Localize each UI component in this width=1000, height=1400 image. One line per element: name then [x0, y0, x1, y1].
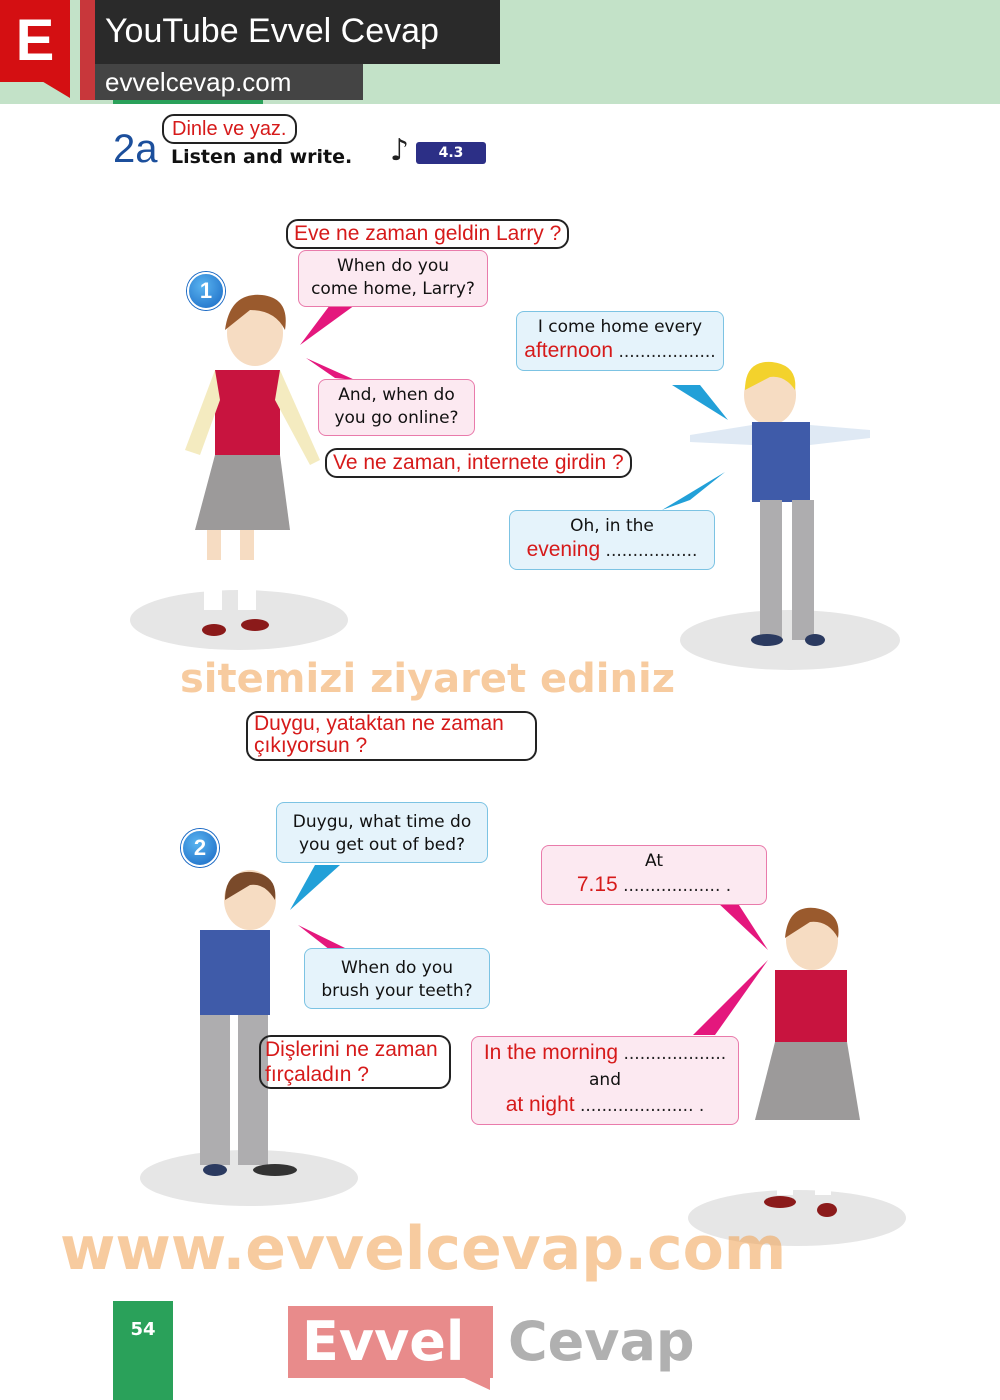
- speech-bubble: When do you brush your teeth?: [304, 948, 490, 1009]
- boy-character-1: [690, 361, 870, 646]
- bubble-line: I come home every: [537, 317, 703, 337]
- bubble-line: Oh, in the: [570, 516, 654, 536]
- answer-line: afternoon ..................: [521, 339, 719, 365]
- bubble-line: And, when do: [338, 385, 455, 405]
- floor-shadow: [680, 610, 900, 670]
- speech-bubble: Duygu, what time do you get out of bed?: [276, 802, 488, 863]
- handwritten-answer: afternoon: [524, 339, 614, 362]
- bubble-line: Duygu, what time do: [292, 812, 472, 832]
- floor-shadow: [688, 1190, 906, 1246]
- translation-note: Duygu, yataktan ne zaman çıkıyorsun ?: [246, 711, 537, 761]
- girl-character-2: [755, 907, 860, 1217]
- bubble-line: you go online?: [334, 408, 459, 428]
- bubble-line: At: [645, 851, 663, 871]
- translation-note: Eve ne zaman geldin Larry ?: [286, 219, 570, 249]
- answer-blank[interactable]: ...................: [623, 1044, 727, 1064]
- instruction: Listen and write.: [171, 146, 353, 168]
- bubble-word-and: and: [589, 1070, 621, 1090]
- logo-tail: [40, 80, 70, 98]
- site-url[interactable]: evvelcevap.com: [95, 64, 363, 100]
- audio-track-badge[interactable]: 4.3: [416, 142, 486, 164]
- instruction-translation: Dinle ve yaz.: [162, 114, 297, 144]
- bubble-line: brush your teeth?: [321, 981, 473, 1001]
- boy-character-2: [200, 870, 297, 1176]
- bubble-line: come home, Larry?: [311, 279, 475, 299]
- translation-note: Dişlerini ne zaman fırçaladın ?: [259, 1035, 451, 1089]
- logo-icon: E: [0, 0, 70, 82]
- bubble-line: you get out of bed?: [298, 835, 466, 855]
- answer-blank[interactable]: ..................... .: [580, 1096, 705, 1116]
- answer-blank[interactable]: .................. .: [623, 876, 732, 896]
- illustration-layer: [185, 294, 870, 1217]
- scene-number-badge: 2: [181, 829, 219, 867]
- watermark-subtext: sitemizi ziyaret ediniz: [180, 656, 675, 702]
- music-note-icon: ♪: [390, 133, 410, 168]
- scene-number-badge: 1: [187, 272, 225, 310]
- page-number: 54: [113, 1301, 173, 1400]
- girl-character-1: [185, 294, 320, 636]
- speech-bubble: When do you come home, Larry?: [298, 250, 488, 307]
- answer-line: at night ..................... .: [476, 1093, 734, 1119]
- speech-bubble: And, when do you go online?: [318, 379, 475, 436]
- answer-line: 7.15 .................. .: [546, 873, 762, 899]
- watermark-text: www.evvelcevap.com: [60, 1214, 787, 1284]
- brand-logo-right: Cevap: [508, 1310, 695, 1373]
- answer-bubble: At 7.15 .................. .: [541, 845, 767, 905]
- handwritten-answer: at night: [505, 1093, 575, 1116]
- brand-logo-tail: [460, 1376, 490, 1390]
- answer-line: In the morning ................... and: [476, 1041, 734, 1093]
- handwritten-answer: In the morning: [483, 1041, 619, 1064]
- handwritten-answer: evening: [526, 538, 601, 561]
- answer-line: evening .................: [514, 538, 710, 564]
- green-strip: [113, 100, 263, 104]
- bubble-line: When do you: [336, 256, 450, 276]
- answer-blank[interactable]: .................: [605, 541, 698, 561]
- answer-bubble: Oh, in the evening .................: [509, 510, 715, 570]
- answer-bubble: In the morning ................... and a…: [471, 1036, 739, 1125]
- bubble-line: When do you: [340, 958, 454, 978]
- answer-bubble: I come home every afternoon ............…: [516, 311, 724, 371]
- translation-note: Ve ne zaman, internete girdin ?: [325, 448, 632, 478]
- channel-title: YouTube Evvel Cevap: [95, 0, 500, 64]
- header-accent-bar: [80, 0, 95, 100]
- answer-blank[interactable]: ..................: [618, 342, 716, 362]
- bubble-tails: [290, 305, 768, 1035]
- brand-logo-left: Evvel: [288, 1306, 493, 1378]
- exercise-number: 2a: [113, 127, 158, 171]
- handwritten-answer: 7.15: [576, 873, 618, 896]
